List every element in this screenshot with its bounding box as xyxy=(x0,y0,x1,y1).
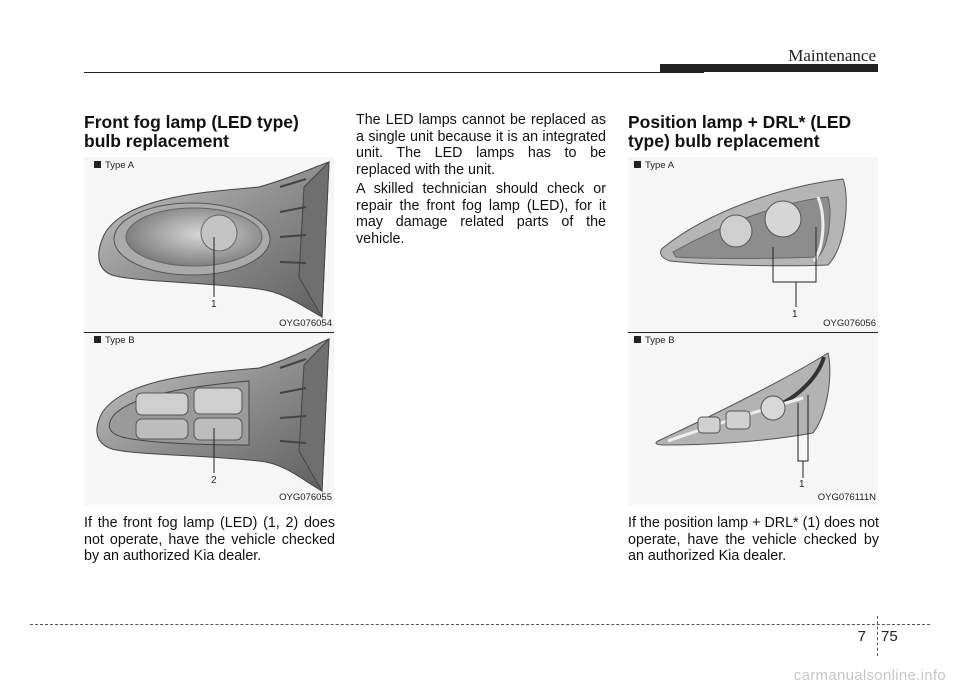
headlamp-type-a-illustration xyxy=(660,178,847,307)
footer-dashed-rule xyxy=(30,624,930,625)
fog-lamp-type-a-illustration xyxy=(98,160,330,319)
header-tab xyxy=(660,64,878,72)
callout-1: 1 xyxy=(792,309,798,320)
fog-lamp-figure-b: Type B 2 OYG076055 xyxy=(84,333,334,505)
position-lamp-body: If the position lamp + DRL* (1) does not… xyxy=(628,515,879,564)
fog-lamp-type-b-illustration xyxy=(96,337,330,493)
fog-lamp-body: If the front fog lamp (LED) (1, 2) does … xyxy=(84,515,335,564)
figure-code: OYG076055 xyxy=(279,492,332,503)
figure-separator xyxy=(84,332,334,333)
technician-note: A skilled technician should check or rep… xyxy=(356,181,606,247)
callout-2: 2 xyxy=(211,475,217,486)
figure-code: OYG076054 xyxy=(279,318,332,329)
header-rule xyxy=(84,72,704,73)
headlamp-type-b-illustration xyxy=(655,352,831,478)
watermark: carmanualsonline.info xyxy=(793,667,946,684)
figure-code: OYG076056 xyxy=(823,318,876,329)
position-lamp-figure-b: Type B 1 OYG076111N xyxy=(628,333,878,505)
section-title: Maintenance xyxy=(788,46,876,65)
figure-separator xyxy=(628,332,878,333)
fog-lamp-heading: Front fog lamp (LED type) bulb replaceme… xyxy=(84,112,299,151)
figure-type-label: Type B xyxy=(94,335,135,346)
led-replacement-note: The LED lamps cannot be replaced as a si… xyxy=(356,112,606,178)
callout-1: 1 xyxy=(799,479,805,490)
position-lamp-heading: Position lamp + DRL* (LED type) bulb rep… xyxy=(628,112,852,151)
fog-lamp-figure-a: Type A 1 OYG076054 xyxy=(84,157,334,332)
figure-type-label: Type A xyxy=(634,160,674,171)
figure-type-label: Type A xyxy=(94,160,134,171)
figure-type-label: Type B xyxy=(634,335,675,346)
chapter-number: 7 xyxy=(857,628,866,645)
position-lamp-figure-a: Type A 1 OYG076056 xyxy=(628,157,878,332)
page-number: 75 xyxy=(881,628,898,645)
footer-dashed-divider xyxy=(877,616,878,656)
callout-1: 1 xyxy=(211,299,217,310)
figure-code: OYG076111N xyxy=(817,492,876,503)
